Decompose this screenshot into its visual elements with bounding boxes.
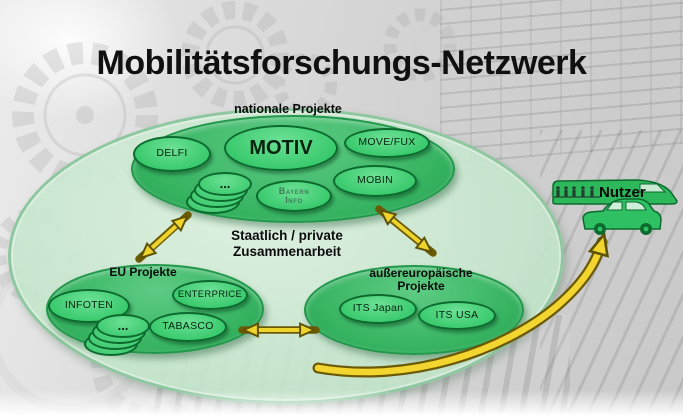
more-projects-label: ... (96, 314, 150, 338)
project-ellipse-motiv: MOTIV (224, 125, 338, 171)
people-icons (554, 186, 600, 198)
project-ellipse-delfi: DELFI (133, 136, 211, 172)
page-title: Mobilitätsforschungs-Netzwerk (96, 44, 587, 82)
gear-icon (383, 8, 457, 82)
project-ellipse-tabasco: TABASCO (149, 312, 227, 342)
more-projects-label: ... (198, 172, 252, 196)
user-label: Nutzer (599, 184, 646, 201)
project-ellipse-enterprice: ENTERPRICE (172, 280, 248, 310)
car-icon (582, 198, 662, 235)
more-projects-stack-eu: ... (84, 314, 150, 356)
train-icon (552, 179, 678, 205)
background-fade (0, 0, 180, 120)
gear-icon (181, 1, 289, 109)
more-projects-stack-national: ... (186, 172, 252, 214)
bayern-info-line1: Bayern (278, 185, 310, 196)
cluster-label-national: nationale Projekte (234, 102, 342, 116)
project-ellipse-move-fux: MOVE/FUX (344, 128, 430, 158)
bayern-info-line2: Info (285, 195, 303, 205)
project-ellipse-mobin: MOBIN (333, 165, 417, 197)
project-ellipse-bayern-info: Bayern Info (256, 180, 332, 212)
cluster-label-eu: EU Projekte (109, 265, 177, 279)
